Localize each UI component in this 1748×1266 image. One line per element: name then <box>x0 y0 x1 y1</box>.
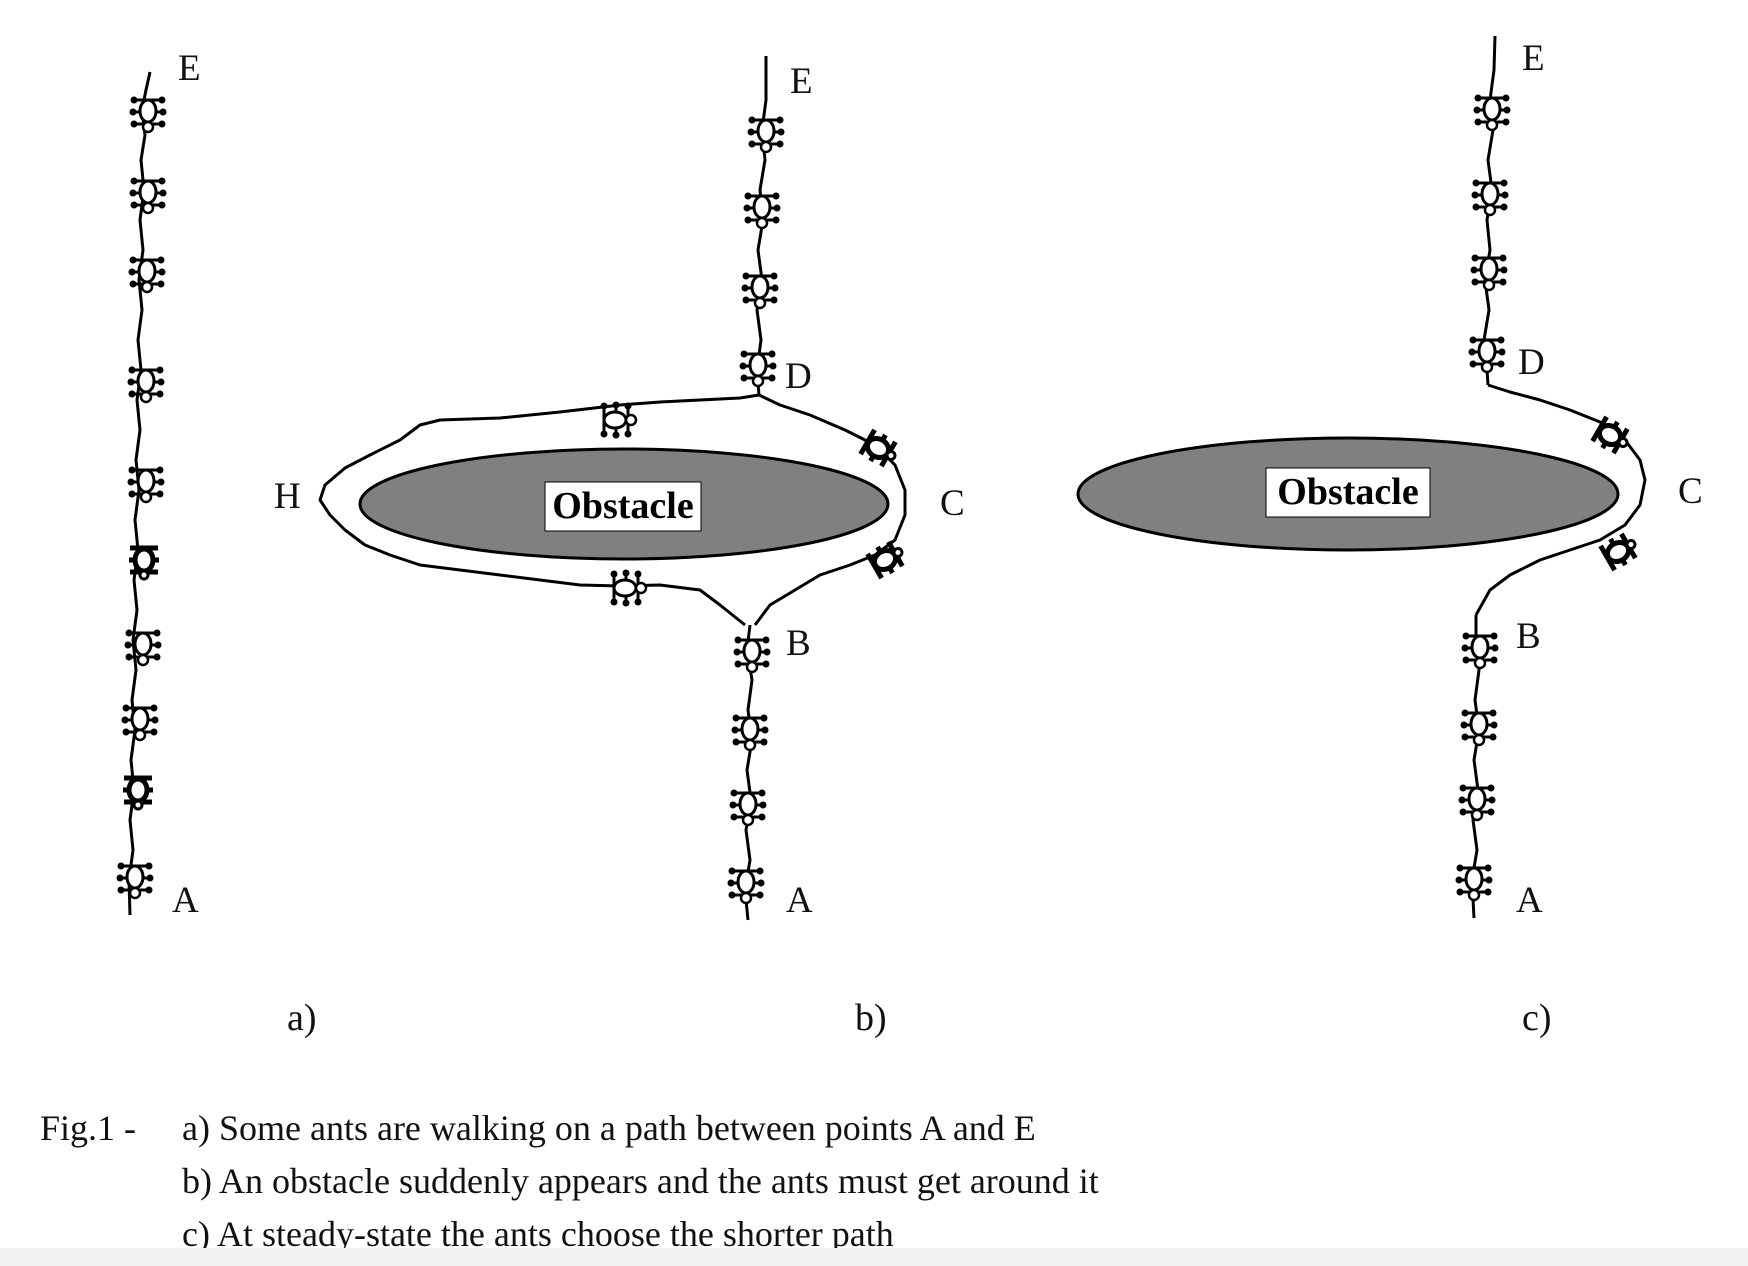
ant <box>726 866 766 905</box>
point-label-h: H <box>274 476 301 517</box>
ant <box>1472 93 1512 132</box>
caption-line-a: a) Some ants are walking on a path betwe… <box>182 1108 1036 1148</box>
ant <box>867 538 909 579</box>
panel-b-trail-short <box>753 393 907 626</box>
ant <box>129 548 159 579</box>
point-label-a: A <box>172 880 199 921</box>
ant <box>609 568 648 608</box>
ant <box>746 115 786 154</box>
ant <box>128 176 168 215</box>
panel-a: E A a) <box>115 48 317 1039</box>
ant <box>128 95 168 134</box>
ant <box>126 365 166 404</box>
caption-line-c: c) At steady-state the ants choose the s… <box>182 1214 894 1254</box>
point-label-d: D <box>1518 342 1545 383</box>
point-label-a: A <box>786 880 813 921</box>
ant <box>127 255 167 294</box>
point-label-e: E <box>178 48 201 89</box>
obstacle-label: Obstacle <box>1277 471 1418 513</box>
obstacle-label: Obstacle <box>552 485 693 527</box>
point-label-d: D <box>785 356 812 397</box>
ant <box>123 628 163 667</box>
point-label-b: B <box>1516 616 1541 657</box>
ant <box>738 349 778 388</box>
ant <box>1470 178 1510 217</box>
caption-line-b: b) An obstacle suddenly appears and the … <box>182 1161 1099 1201</box>
ant <box>1454 863 1494 902</box>
point-label-b: B <box>786 623 811 664</box>
figure-caption: a) Some ants are walking on a path betwe… <box>182 1102 1099 1261</box>
panel-c: Obstacle E D C B A c) <box>1076 35 1703 1039</box>
obstacle-label-box <box>544 481 702 532</box>
ant <box>728 788 768 827</box>
ant <box>742 191 782 230</box>
bottom-strip <box>0 1248 1748 1266</box>
panel-label-a: a) <box>287 997 317 1039</box>
ant <box>1467 335 1507 374</box>
ant <box>730 713 770 752</box>
obstacle-label-box <box>1265 467 1431 518</box>
ant <box>1459 708 1499 747</box>
ant <box>1469 253 1509 292</box>
panel-b-trail-long <box>318 393 760 627</box>
ant <box>115 861 155 900</box>
ant <box>1457 783 1497 822</box>
figure-caption-prefix: Fig.1 - <box>40 1108 137 1148</box>
panel-c-trail-short <box>1474 383 1647 616</box>
panel-label-b: b) <box>855 997 887 1039</box>
point-label-c: C <box>1678 471 1703 512</box>
ant <box>120 703 160 742</box>
ant <box>1460 631 1500 670</box>
point-label-e: E <box>790 61 813 102</box>
panel-b: Obstacle E D H C B A b) <box>274 56 965 1039</box>
ant <box>126 465 166 504</box>
ant <box>123 778 153 809</box>
ant <box>740 271 780 310</box>
ant <box>599 400 638 440</box>
panel-label-c: c) <box>1522 997 1552 1039</box>
point-label-a: A <box>1516 880 1543 921</box>
ant <box>732 635 772 674</box>
point-label-c: C <box>940 483 965 524</box>
point-label-e: E <box>1522 38 1545 79</box>
